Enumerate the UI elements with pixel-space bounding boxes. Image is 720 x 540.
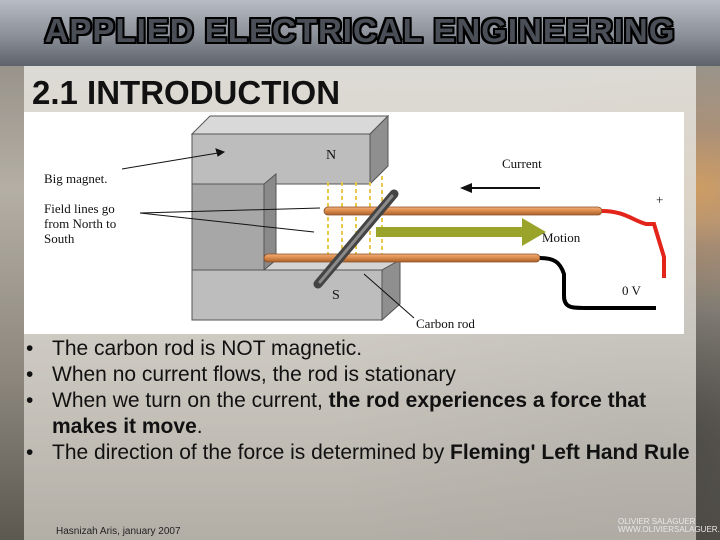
- zero-volt-label: 0 V: [622, 283, 642, 298]
- positive-wire: [601, 209, 666, 278]
- bullet-text-pre: The direction of the force is determined…: [52, 441, 451, 464]
- page-title: 2.1 INTRODUCTION: [32, 74, 341, 111]
- field-lines-label-2: from North to: [44, 216, 116, 231]
- footer-logo-line2: WWW.OLIVIERSALAGUER.COM: [618, 525, 720, 534]
- plus-label: +: [656, 192, 663, 207]
- bullet-text-bold: Fleming' Left Hand Rule: [450, 441, 690, 464]
- footer-logo: OLIVIER SALAGUER WWW.OLIVIERSALAGUER.COM: [618, 518, 720, 534]
- bullet-text-pre: When we turn on the current,: [52, 389, 329, 412]
- carbon-rod-label: Carbon rod: [416, 316, 475, 331]
- big-magnet-label: Big magnet.: [44, 171, 108, 186]
- bullet-text: When no current flows, the rod is statio…: [52, 363, 456, 386]
- bullet-dot: •: [26, 337, 34, 360]
- negative-wire: [539, 256, 656, 310]
- current-label: Current: [502, 156, 542, 171]
- carbon-rod: [313, 189, 399, 289]
- bullet-item: • When we turn on the current, the rod e…: [24, 388, 694, 440]
- south-label: S: [332, 288, 340, 303]
- bullet-item: • When no current flows, the rod is stat…: [24, 362, 694, 388]
- current-arrow: [460, 183, 540, 193]
- bullet-dot: •: [26, 363, 34, 386]
- big-magnet: [190, 114, 402, 322]
- bullet-dot: •: [26, 441, 34, 464]
- field-lines-label-1: Field lines go: [44, 201, 115, 216]
- header-band: [0, 0, 720, 66]
- bullet-text-bold: the rod experiences a force that makes i…: [52, 389, 647, 438]
- footer-logo-line1: OLIVIER SALAGUER: [618, 517, 696, 526]
- bullet-dot: •: [26, 389, 34, 412]
- field-lines-label-3: South: [44, 231, 75, 246]
- footer-author: Hasnizah Aris, january 2007: [56, 526, 181, 537]
- motion-arrow: [376, 218, 546, 246]
- north-label: N: [326, 148, 336, 163]
- motor-effect-diagram: N S: [24, 112, 684, 334]
- diagram-svg: N S: [44, 114, 666, 331]
- bullet-item: • The direction of the force is determin…: [24, 440, 694, 466]
- motion-label: Motion: [542, 230, 581, 245]
- bullet-text-post: .: [196, 415, 203, 438]
- header-title: APPLIED ELECTRICAL ENGINEERING: [44, 12, 676, 49]
- pointer-lines: [121, 148, 415, 319]
- bullet-list: • The carbon rod is NOT magnetic. • When…: [24, 336, 694, 466]
- bullet-text: The carbon rod is NOT magnetic.: [52, 337, 363, 360]
- bullet-item: • The carbon rod is NOT magnetic.: [24, 336, 694, 362]
